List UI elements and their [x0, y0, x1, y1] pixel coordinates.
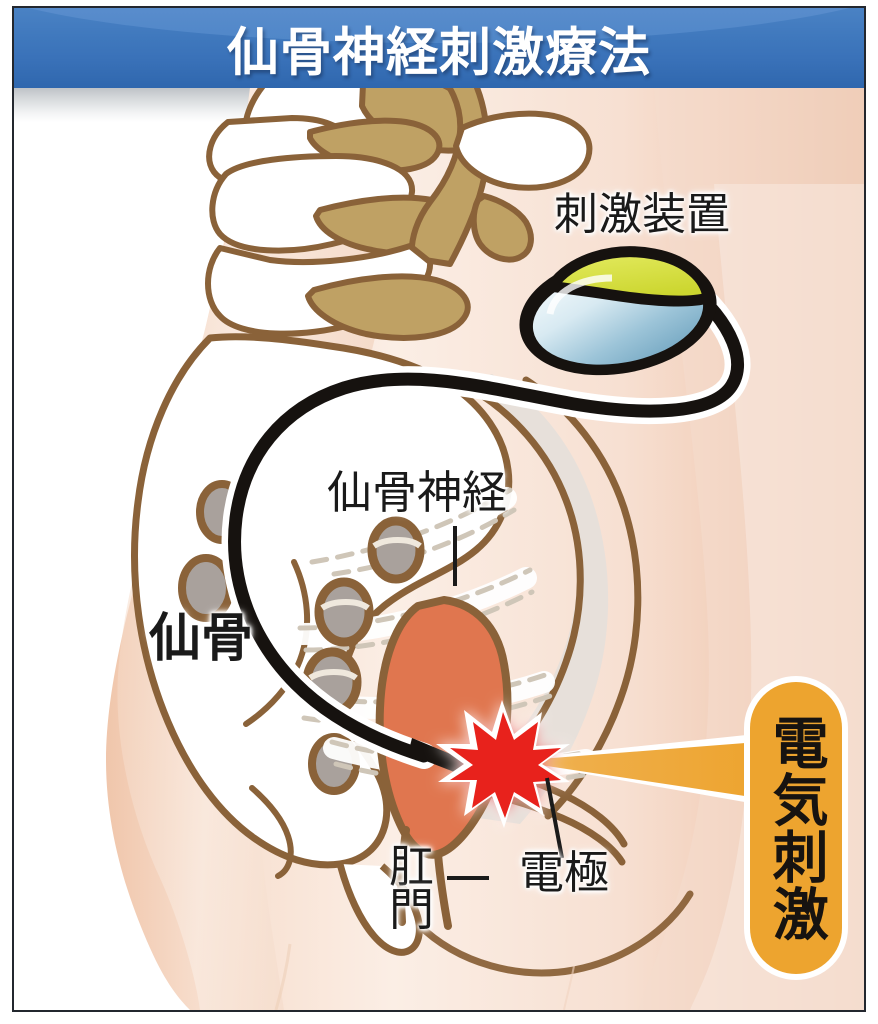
leader-lines — [447, 526, 564, 880]
label-anus-line2: 門 — [389, 884, 435, 936]
lumbar-vertebrae — [205, 88, 593, 341]
label-sacral-nerve: 仙骨神経 — [327, 467, 508, 518]
label-anus: 肛 門 — [389, 841, 435, 936]
illustration-frame: 仙骨神経刺激療法 — [12, 6, 866, 1012]
label-sacrum: 仙骨 — [149, 610, 254, 668]
label-electrode: 電極 — [519, 847, 610, 898]
illustration-stage: 刺激装置 仙骨神経 仙骨 肛 門 電極 電気刺激 — [14, 88, 864, 1010]
label-stimulation-device: 刺激装置 — [554, 190, 730, 239]
stimulator-device — [519, 246, 717, 376]
label-anus-line1: 肛 — [389, 841, 435, 892]
leader-electrode — [545, 777, 564, 859]
anatomy-drawing — [14, 88, 864, 1010]
page-title: 仙骨神経刺激療法 — [226, 24, 651, 83]
electric-stimulation-callout-text: 電気刺激 — [765, 714, 829, 942]
title-banner: 仙骨神経刺激療法 — [14, 8, 864, 88]
stimulation-spark — [436, 700, 570, 828]
electric-stimulation-callout: 電気刺激 — [750, 682, 842, 974]
callout-pointer — [506, 734, 758, 804]
anatomy-svg — [106, 88, 864, 1010]
